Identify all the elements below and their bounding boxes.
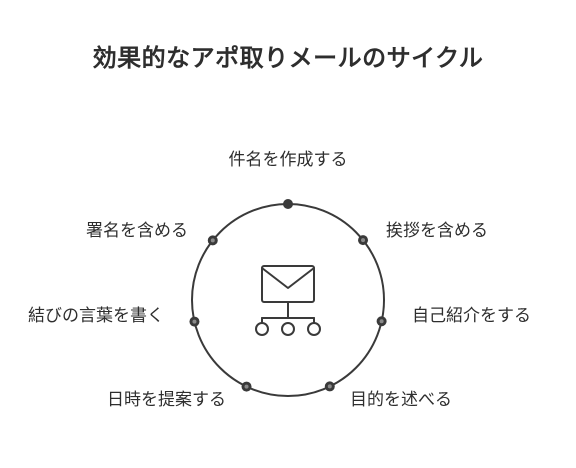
network-node-right [307,322,321,336]
step-node [189,316,200,327]
step-node [241,381,252,392]
step-label: 自己紹介をする [412,306,531,326]
step-node-center [327,384,332,389]
step-label: 件名を作成する [228,150,348,170]
step-node [207,235,218,246]
step-label: 挨拶を含める [386,221,488,241]
network-node-left [255,322,269,336]
step-node [283,199,293,209]
step-label: 署名を含める [86,221,188,241]
step-node [324,381,335,392]
email-network-icon [255,265,321,336]
step-node-center [379,319,384,324]
step-label: 結びの言葉を書く [28,306,164,326]
step-node [376,316,387,327]
envelope-flap [261,267,315,289]
step-node-center [192,319,197,324]
cycle-nodes [189,199,387,392]
step-node-dot [283,199,293,209]
envelope-body [261,265,315,303]
diagram-title: 効果的なアポ取りメールのサイクル [92,44,484,72]
step-label: 目的を述べる [350,390,452,410]
network-node-center [281,322,295,336]
cycle-ring [191,203,385,397]
step-node-center [244,384,249,389]
step-node-center [361,238,366,243]
step-node-center [210,238,215,243]
step-node [358,235,369,246]
step-label: 日時を提案する [107,390,226,410]
